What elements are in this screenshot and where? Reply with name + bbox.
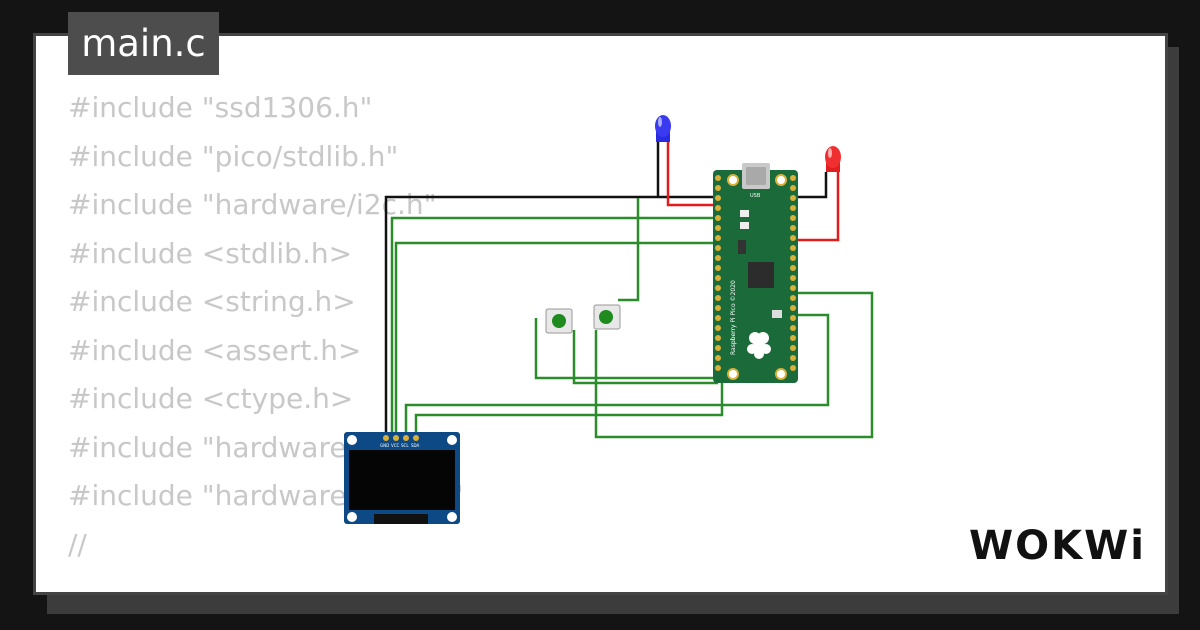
wire-green-sda <box>414 380 724 437</box>
code-line: #include "pico/stdlib.h" <box>68 139 399 173</box>
code-line: #include <ctype.h> <box>68 382 354 415</box>
oled-pin-sda: SDA <box>411 443 420 448</box>
pico-board[interactable]: Raspberry Pi Pico ©2020 USB <box>713 163 798 383</box>
code-line: #include <assert.h> <box>68 333 362 367</box>
code-line: #include "ssd1306.h" <box>68 91 373 124</box>
oled-display[interactable]: GND VCC SCL SDA <box>344 432 460 524</box>
code-line: // <box>68 527 87 561</box>
code-line: #include "hardware/i2c.h" <box>68 188 437 221</box>
wires <box>384 142 874 439</box>
board-label: Raspberry Pi Pico ©2020 <box>730 280 737 355</box>
code-line: #include <stdlib.h> <box>68 236 353 270</box>
wire-green-btn1 <box>534 318 718 380</box>
wire-green-vcc <box>394 241 718 437</box>
push-button-2[interactable] <box>593 304 621 330</box>
code-listing: #include "ssd1306.h" #include "pico/stdl… <box>68 84 463 569</box>
wokwi-logo: WOKWi <box>969 523 1146 569</box>
oled-pin-scl: SCL <box>401 443 409 448</box>
usb-label: USB <box>750 193 761 199</box>
wire-green-btn2b <box>594 291 874 439</box>
oled-pin-vcc: VCC <box>391 443 400 448</box>
wire-red-led-blue <box>666 142 718 207</box>
push-button-1[interactable] <box>545 308 573 334</box>
wire-black-gnd <box>384 172 828 437</box>
oled-pin-gnd: GND <box>380 443 389 448</box>
wire-green-btn1b <box>572 330 718 385</box>
led-red[interactable] <box>825 146 841 172</box>
wire-red-led-red <box>792 172 840 242</box>
raspberry-logo <box>747 332 771 359</box>
wire-green-scl <box>404 313 830 437</box>
code-line: #include <string.h> <box>68 285 356 318</box>
wire-green-top <box>390 216 718 437</box>
file-tab[interactable]: main.c <box>68 12 219 75</box>
wire-green-btn2 <box>618 198 640 302</box>
led-blue[interactable] <box>655 115 671 142</box>
